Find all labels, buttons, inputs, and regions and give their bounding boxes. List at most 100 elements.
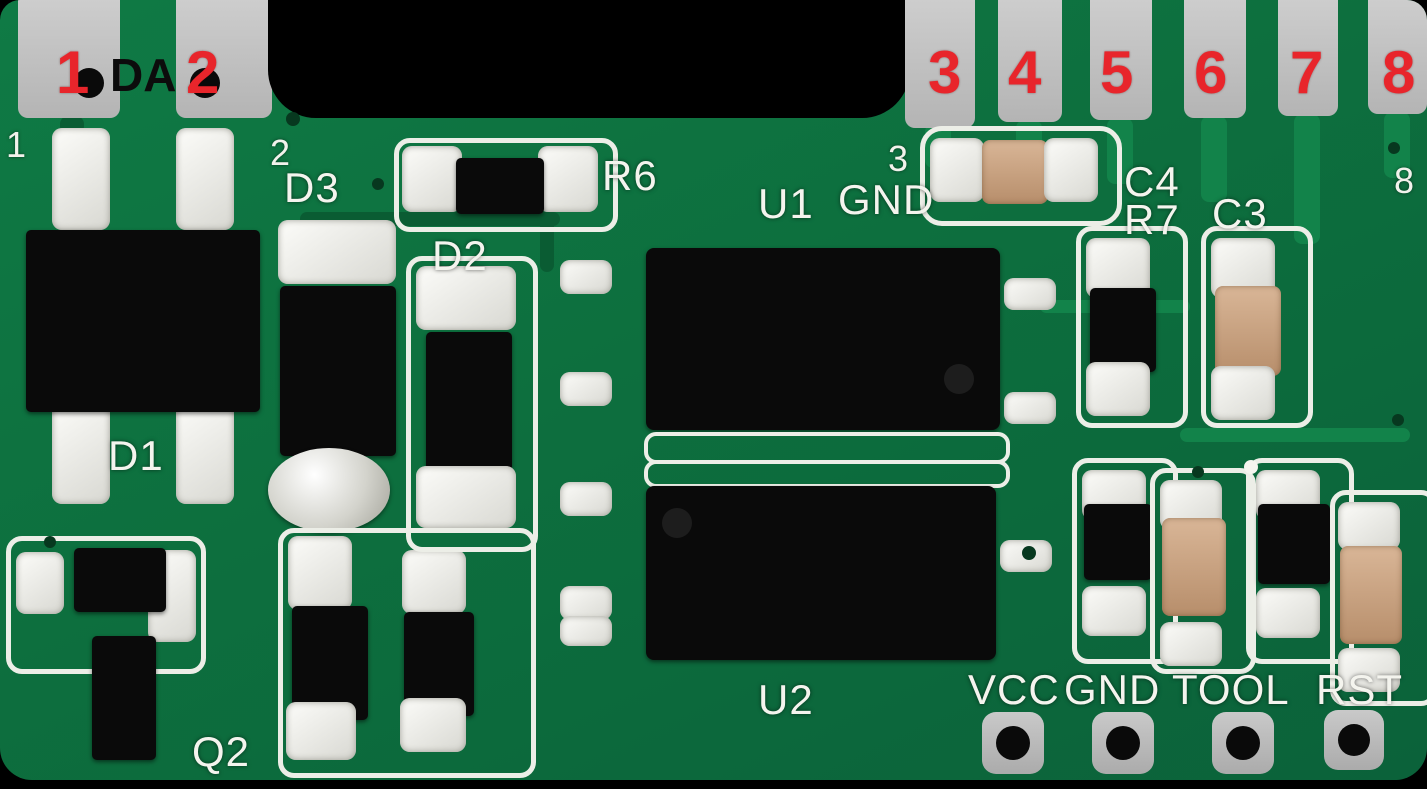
solder-pad — [286, 702, 356, 760]
component-u2 — [646, 486, 996, 660]
silkscreen-outline — [1330, 490, 1427, 706]
component-d1 — [26, 230, 260, 412]
via-hole — [1192, 466, 1204, 478]
component — [292, 606, 368, 720]
pin-hole-2 — [190, 68, 220, 98]
solder-pad — [1004, 392, 1056, 424]
pin-number-2: 2 — [186, 39, 220, 106]
solder-pad — [402, 550, 466, 614]
pad-number-1: 1 — [6, 124, 27, 165]
label-tool: TOOL — [1172, 666, 1290, 713]
pin-hole-1 — [74, 68, 104, 98]
solder-pad — [1338, 648, 1400, 692]
trace — [1180, 428, 1410, 442]
component-r6 — [456, 158, 544, 214]
edge-pad-6 — [1184, 0, 1246, 118]
hole-tool — [1226, 726, 1260, 760]
component-r7 — [1090, 288, 1156, 372]
component-d2 — [426, 332, 512, 472]
via-hole — [1022, 546, 1036, 560]
pin-number-1: 1 — [56, 39, 90, 106]
silkscreen-bar — [644, 460, 1010, 488]
via-hole — [1392, 414, 1404, 426]
component-u1 — [646, 248, 1000, 430]
component-below-q2 — [92, 636, 156, 760]
pin-number-6: 6 — [1194, 39, 1228, 106]
solder-pad — [1004, 278, 1056, 310]
solder-speck — [1244, 460, 1258, 474]
pad-number-2: 2 — [270, 132, 291, 173]
solder-pad — [560, 482, 612, 516]
edge-pad-1 — [18, 0, 120, 118]
solder-pad — [400, 698, 466, 752]
trace — [1294, 114, 1320, 244]
component — [1084, 504, 1152, 580]
edge-pad-2 — [176, 0, 272, 118]
via-hole — [44, 536, 56, 548]
solder-pad — [1044, 138, 1098, 202]
hole-vcc — [996, 726, 1030, 760]
trace — [1201, 116, 1227, 202]
silkscreen-outline-d2 — [406, 256, 538, 552]
board-notch — [268, 0, 910, 118]
solder-pad — [176, 402, 234, 504]
label-gnd: GND — [1064, 666, 1161, 713]
label-u2: U2 — [758, 676, 814, 723]
label-u1: U1 — [758, 180, 814, 227]
solder-pad — [560, 586, 612, 620]
solder-pad — [1211, 366, 1275, 420]
u2-pin1-dot — [662, 508, 692, 538]
label-vcc: VCC — [968, 666, 1060, 713]
capacitor-c4 — [982, 140, 1048, 204]
via-hole — [372, 178, 384, 190]
edge-pad-8 — [1368, 0, 1427, 114]
component-d3 — [280, 286, 396, 456]
silkscreen-outline-c3 — [1201, 226, 1313, 428]
label-r7: R7 — [1124, 196, 1180, 243]
solder-pad — [416, 466, 516, 528]
hole-rst — [1338, 724, 1370, 756]
solder-pad — [560, 260, 612, 294]
capacitor — [1340, 546, 1402, 644]
solder-pad — [176, 128, 234, 230]
pin-number-4: 4 — [1008, 39, 1042, 106]
solder-pad — [1082, 586, 1146, 636]
solder-pad — [538, 146, 598, 212]
label-c3: C3 — [1212, 190, 1268, 237]
label-d3: D3 — [284, 164, 340, 211]
edge-pad-3 — [905, 0, 975, 128]
edge-pad-4 — [998, 0, 1062, 122]
label-r6: R6 — [602, 152, 658, 199]
pin-number-5: 5 — [1100, 39, 1134, 106]
solder-pad — [1338, 502, 1400, 550]
label-d2: D2 — [432, 232, 488, 279]
solder-pad — [278, 220, 396, 284]
label-u1-gnd: GND — [838, 176, 935, 223]
via-hole — [286, 112, 300, 126]
pin-number-8: 8 — [1382, 39, 1416, 106]
solder-pad — [16, 552, 64, 614]
hole-gnd — [1106, 726, 1140, 760]
label-d1: D1 — [108, 432, 164, 479]
capacitor — [1162, 518, 1226, 616]
label-rst: RST — [1316, 666, 1403, 713]
solder-pad — [1256, 588, 1320, 638]
solder-pad — [52, 128, 110, 230]
capacitor-c3 — [1215, 286, 1281, 376]
solder-pad — [416, 266, 516, 330]
solder-pad — [402, 146, 462, 212]
label-q2: Q2 — [192, 728, 251, 775]
solder-pad — [560, 616, 612, 646]
silkscreen-outline-c4 — [920, 126, 1122, 226]
via-hole — [1388, 142, 1400, 154]
pin-number-3: 3 — [928, 39, 962, 106]
component-q2 — [74, 548, 166, 612]
label-c4: C4 — [1124, 158, 1180, 205]
silkscreen-outline-r7 — [1076, 226, 1188, 428]
component — [1258, 504, 1330, 584]
solder-pad — [52, 402, 110, 504]
solder-pad — [1086, 362, 1150, 416]
pad-number-8: 8 — [1394, 160, 1415, 201]
pad-number-3: 3 — [888, 138, 909, 179]
label-da: DA — [110, 49, 177, 101]
